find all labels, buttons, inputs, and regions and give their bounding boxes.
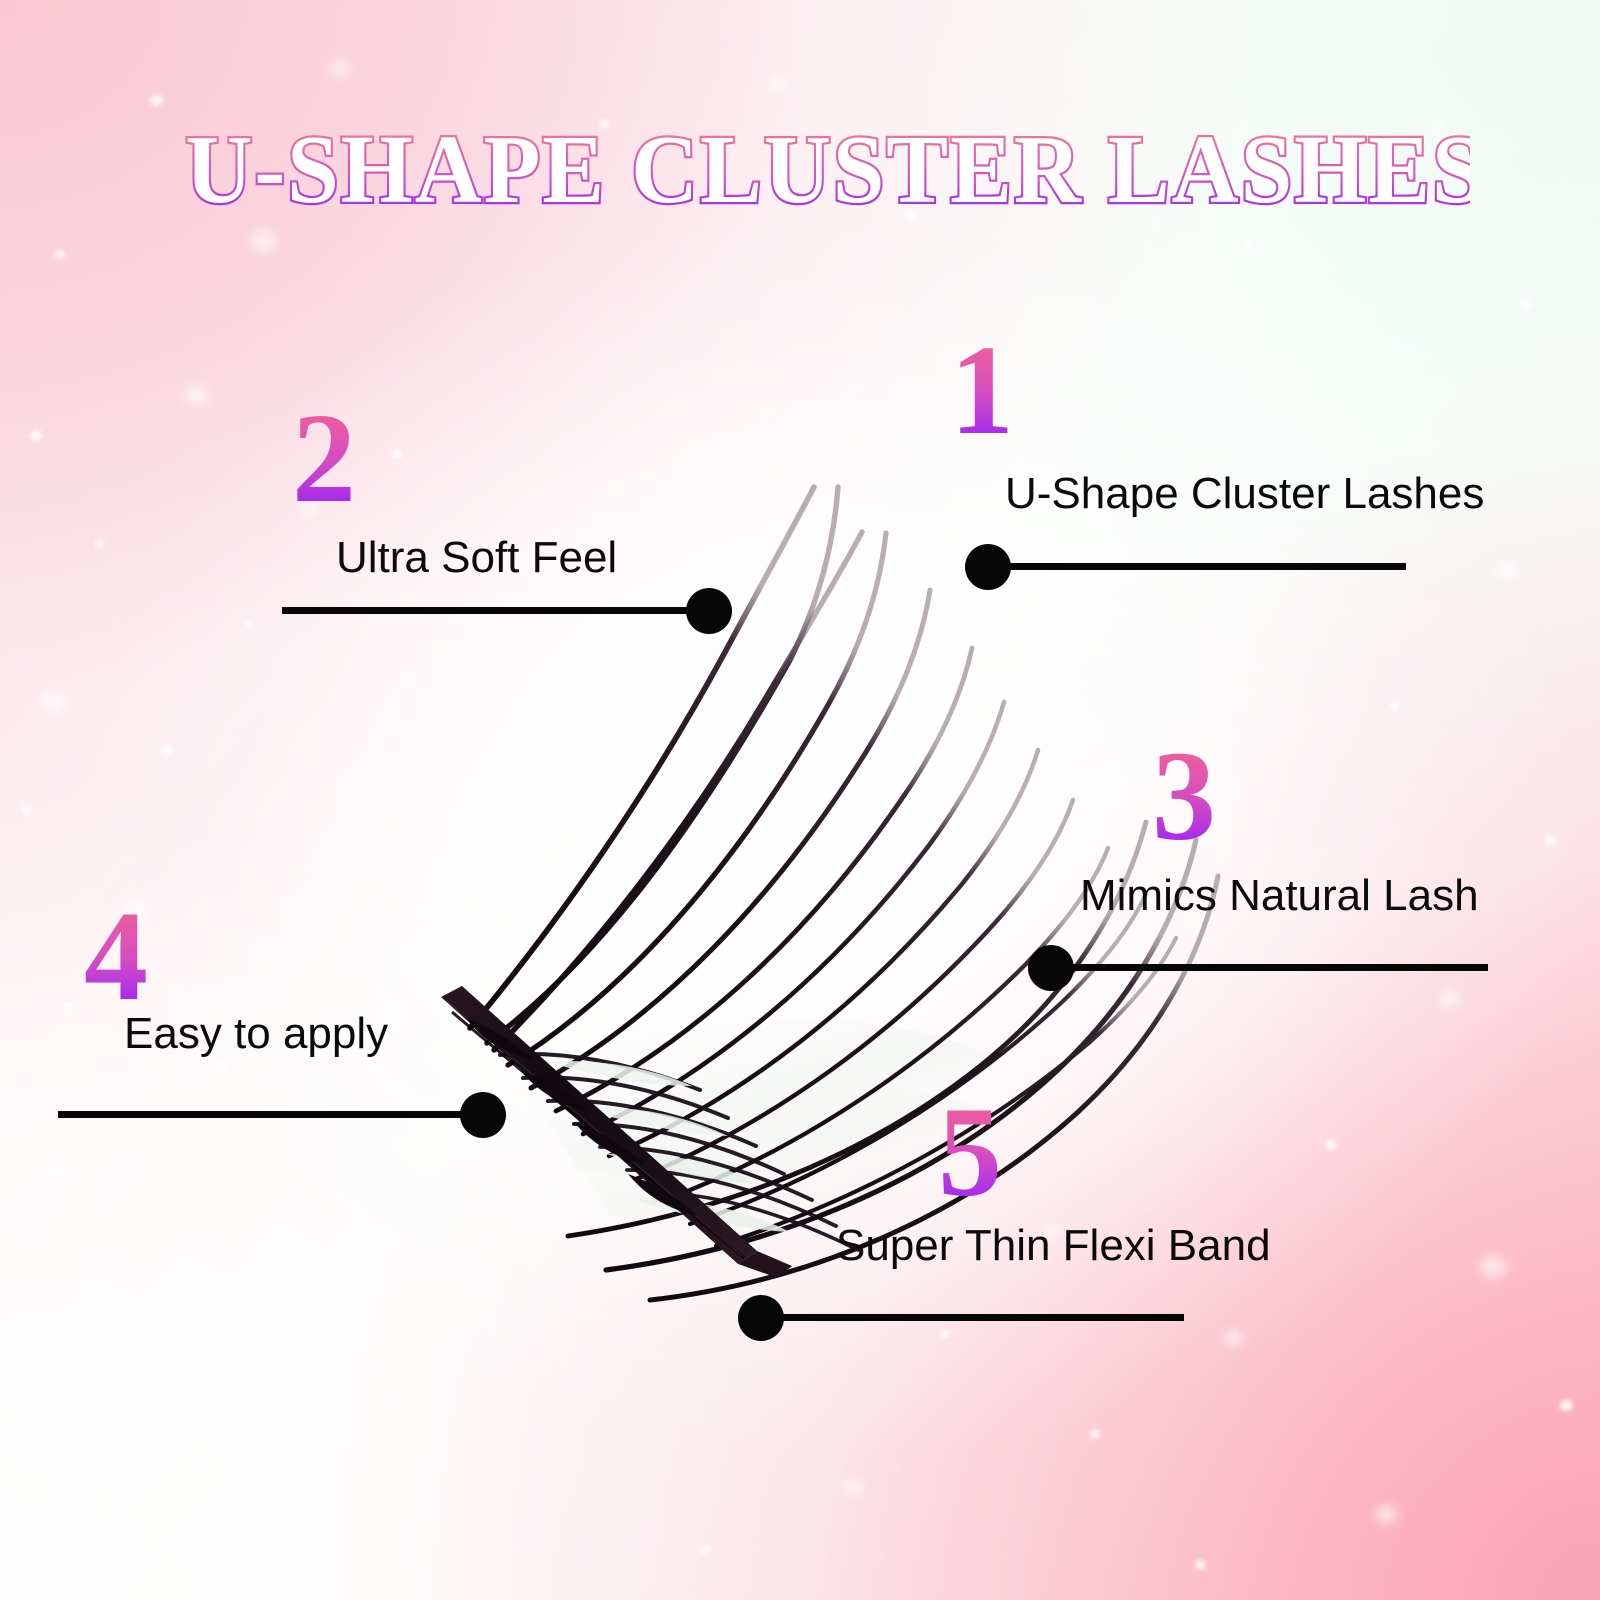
callout-4-line — [58, 1111, 468, 1118]
callout-3-number: 3 — [1152, 725, 1216, 867]
callout-3-dot[interactable] — [1028, 945, 1074, 991]
lash-fibers-middle — [580, 699, 1111, 1204]
callout-2-label: Ultra Soft Feel — [336, 533, 618, 582]
callout-1-line — [1008, 563, 1406, 570]
callout-5-number: 5 — [938, 1081, 1002, 1223]
callout-3-line — [1070, 964, 1488, 971]
lash-fibers-right — [687, 891, 1179, 1249]
callout-1-label: U-Shape Cluster Lashes — [1005, 469, 1485, 518]
callout-1-dot[interactable] — [965, 544, 1011, 590]
callout-4-label: Easy to apply — [124, 1009, 389, 1058]
callout-5-dot[interactable] — [738, 1295, 784, 1341]
callout-3-label: Mimics Natural Lash — [1080, 871, 1479, 920]
callout-4-number: 4 — [84, 885, 148, 1027]
callout-2-line — [282, 607, 694, 614]
callout-5-label: Super Thin Flexi Band — [836, 1221, 1271, 1270]
lash-flexi-band — [441, 986, 792, 1278]
callout-2-number: 2 — [292, 387, 356, 529]
lash-fibers-hero — [467, 484, 865, 1053]
callout-5-line — [780, 1314, 1184, 1321]
callout-1-number: 1 — [950, 319, 1014, 461]
